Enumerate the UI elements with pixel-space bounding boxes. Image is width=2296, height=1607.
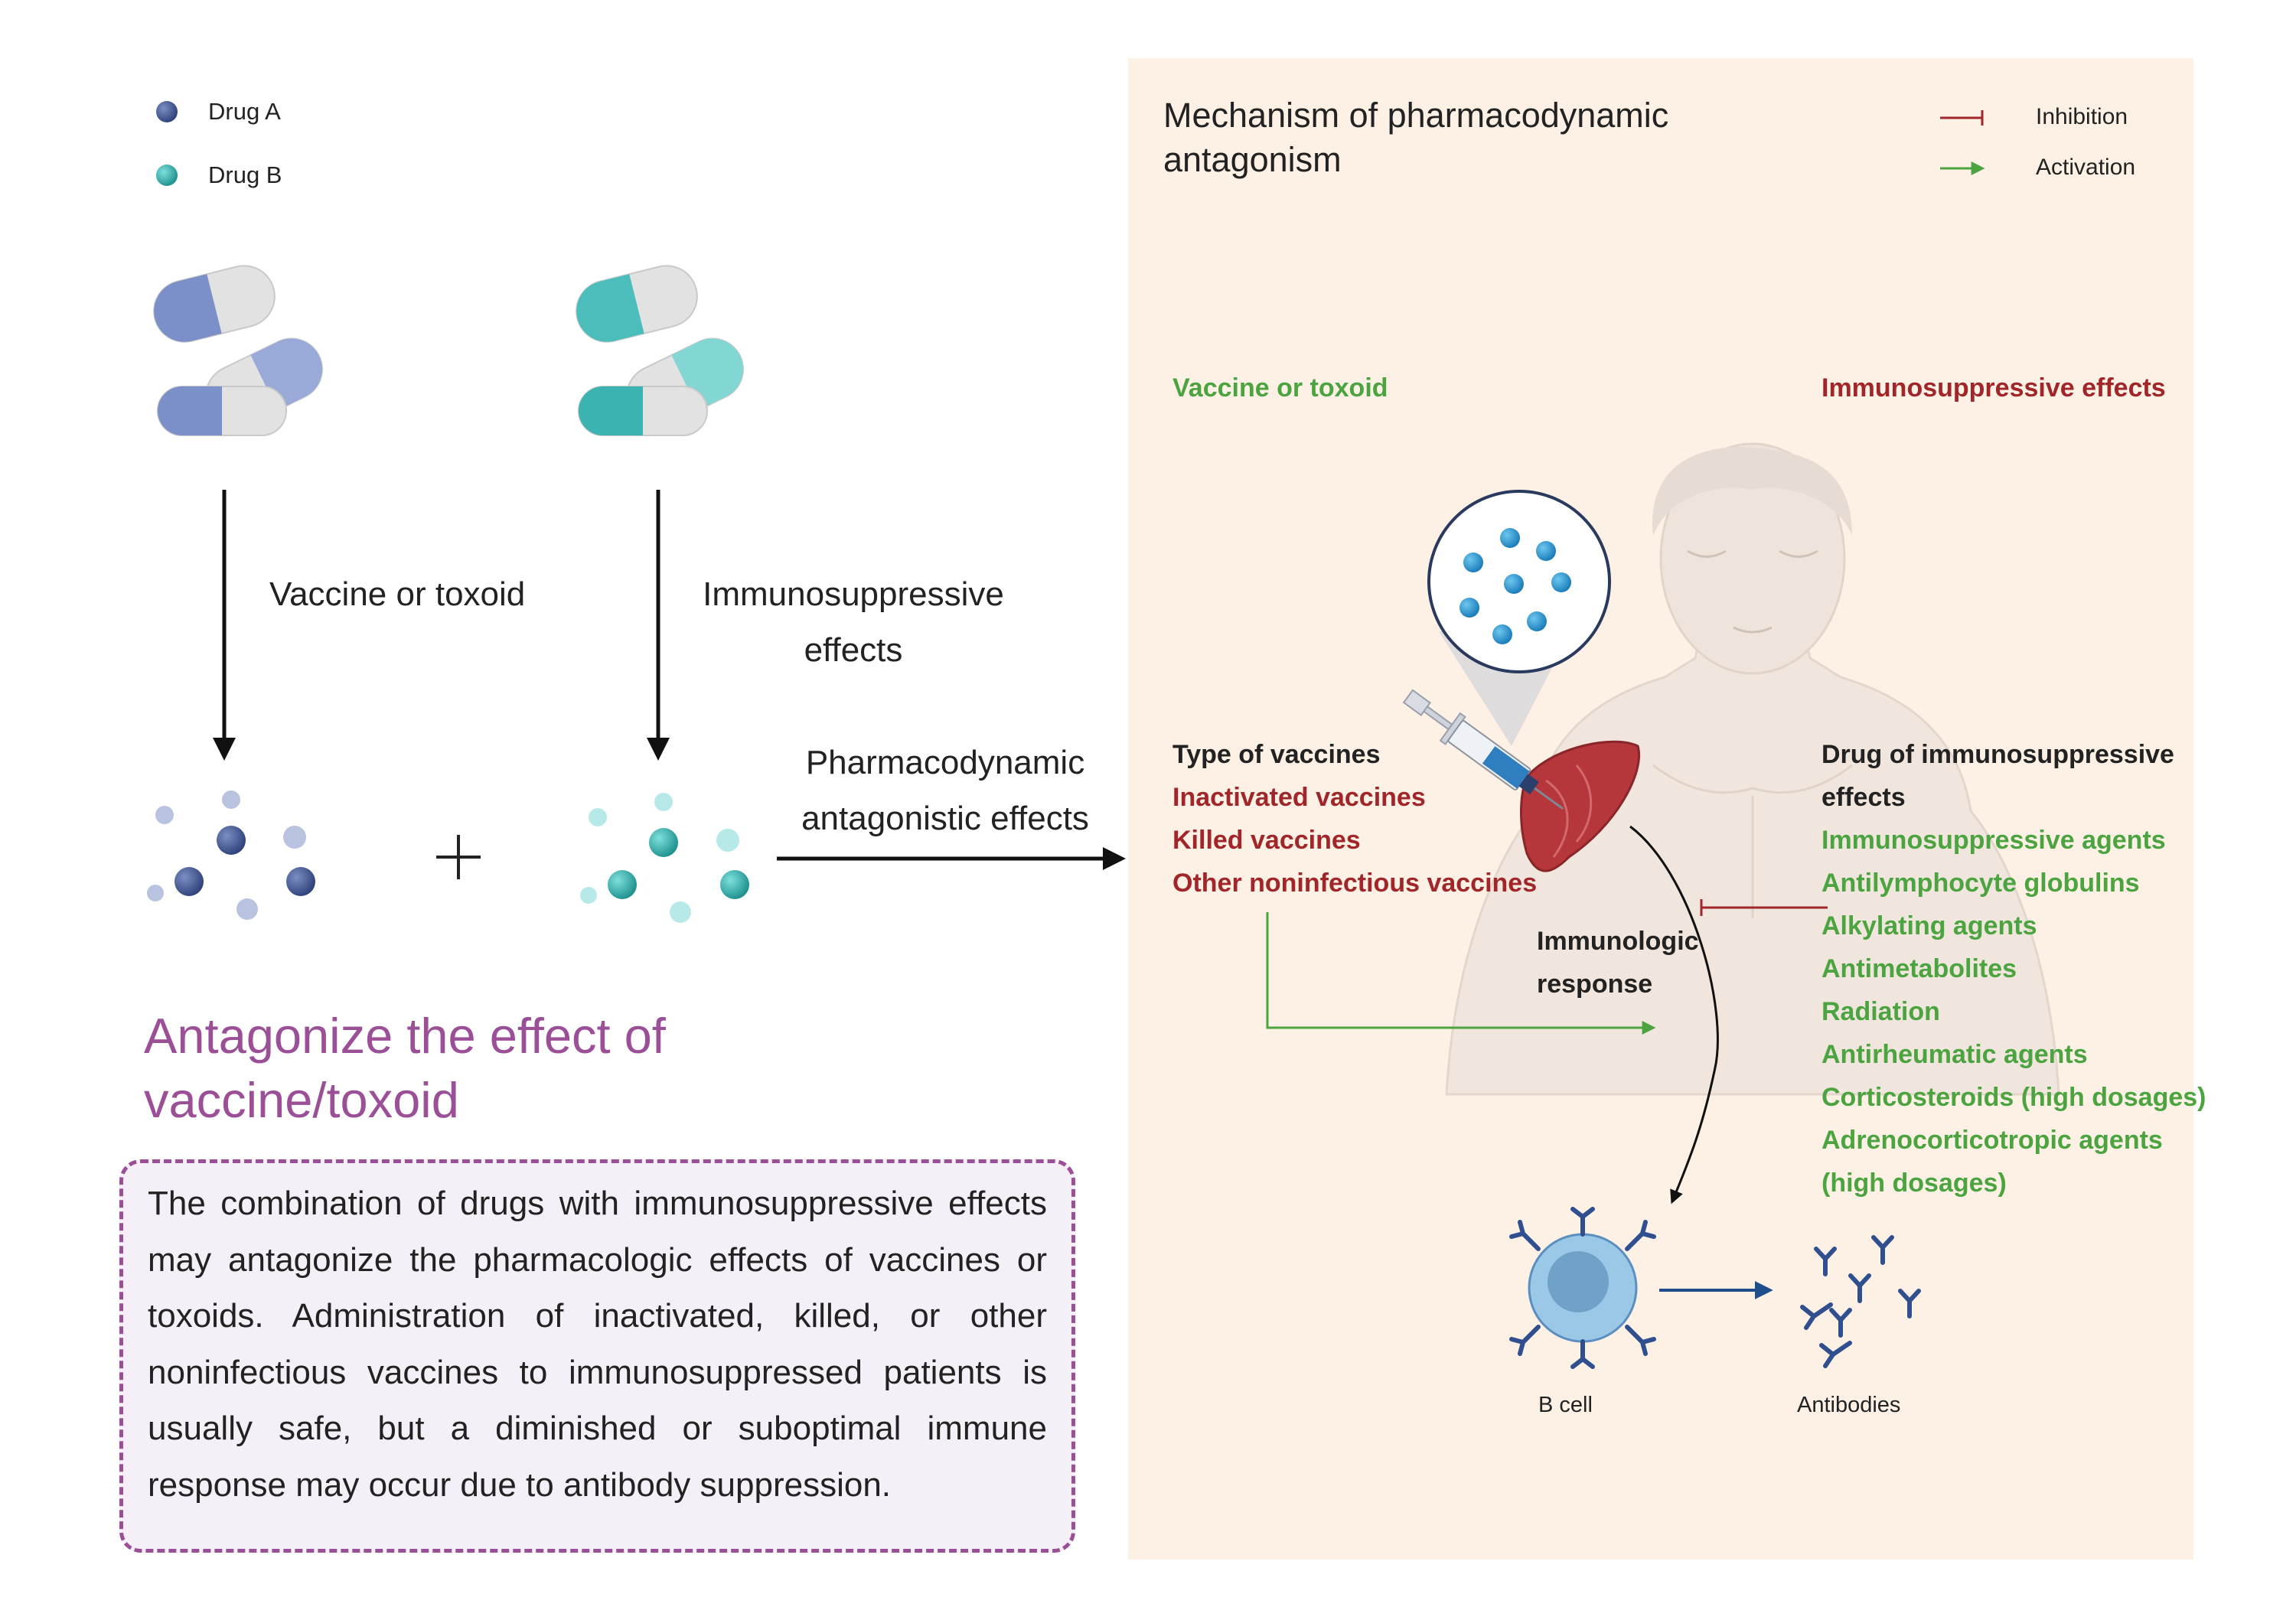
human-body-icon (1445, 442, 2060, 1096)
plus-icon (436, 835, 481, 879)
vaccine-particles-icon (1459, 528, 1571, 644)
description-text: The combination of drugs with immunosupp… (148, 1185, 1047, 1504)
list-item: Adrenocorticotropic agents (1821, 1126, 2163, 1155)
activation-key-label: Activation (2036, 155, 2136, 180)
drug-a-particles-icon (147, 790, 315, 920)
drug-b-legend-label: Drug B (208, 161, 282, 188)
inhibition-arrow (1700, 899, 1828, 916)
b-cell-icon (1509, 1207, 1656, 1369)
inhibition-key-label: Inhibition (2036, 104, 2128, 129)
immunologic-response-label: Immunologic response (1537, 927, 1699, 999)
inhibition-key-icon (1940, 110, 1984, 125)
drugs-title: Drug of immunosuppressive (1821, 740, 2174, 769)
b-cell-label: B cell (1538, 1393, 1593, 1417)
mechanism-title: Mechanism of pharmacodynamic antagonism (1163, 96, 1669, 179)
drug-b-capsules-icon (576, 265, 744, 436)
immunosuppressive-header: Immunosuppressive effects (1821, 373, 2166, 403)
drug-a-legend-label: Drug A (208, 98, 281, 125)
immunosuppressive-drugs-list: Drug of immunosuppressive effects Immuno… (1821, 733, 2206, 1204)
list-item: Inactivated vaccines (1172, 783, 1426, 812)
deltoid-muscle-icon (1520, 740, 1640, 872)
immunosuppressive-effects-label: Immunosuppressive effects (703, 575, 1004, 669)
list-item: Antirheumatic agents (1821, 1040, 2088, 1069)
antibodies-icon (1800, 1235, 1921, 1368)
drug-a-capsules-icon (153, 265, 323, 436)
list-item: (high dosages) (1821, 1169, 2007, 1198)
drugs-title: effects (1821, 783, 1906, 812)
conclusion-title: Antagonize the effect of vaccine/toxoid (144, 1008, 666, 1128)
drug-a-legend-dot (156, 101, 178, 122)
list-item: Immunosuppressive agents (1821, 826, 2166, 855)
list-item: Corticosteroids (high dosages) (1821, 1083, 2206, 1112)
response-arrow (1629, 825, 1719, 1204)
vaccine-toxoid-label: Vaccine or toxoid (269, 575, 526, 613)
antibodies-label: Antibodies (1797, 1393, 1901, 1417)
list-item: Antimetabolites (1821, 954, 2017, 983)
vaccine-types-list: Type of vaccines Inactivated vaccines Ki… (1172, 733, 1537, 905)
drug-b-particles-icon (580, 793, 749, 923)
vaccine-header: Vaccine or toxoid (1172, 373, 1388, 403)
vaccine-types-title: Type of vaccines (1172, 740, 1381, 769)
drug-b-legend-dot (156, 165, 178, 186)
list-item: Antilymphocyte globulins (1821, 869, 2140, 898)
activation-arrow (1266, 912, 1656, 1035)
list-item: Other noninfectious vaccines (1172, 869, 1538, 898)
list-item: Killed vaccines (1172, 826, 1361, 855)
list-item: Radiation (1821, 997, 1940, 1026)
list-item: Alkylating agents (1821, 911, 2037, 940)
description-box: The combination of drugs with immunosupp… (119, 1159, 1075, 1553)
syringe-icon (1402, 689, 1564, 810)
antagonistic-effects-label: Pharmacodynamic antagonistic effects (801, 744, 1089, 837)
